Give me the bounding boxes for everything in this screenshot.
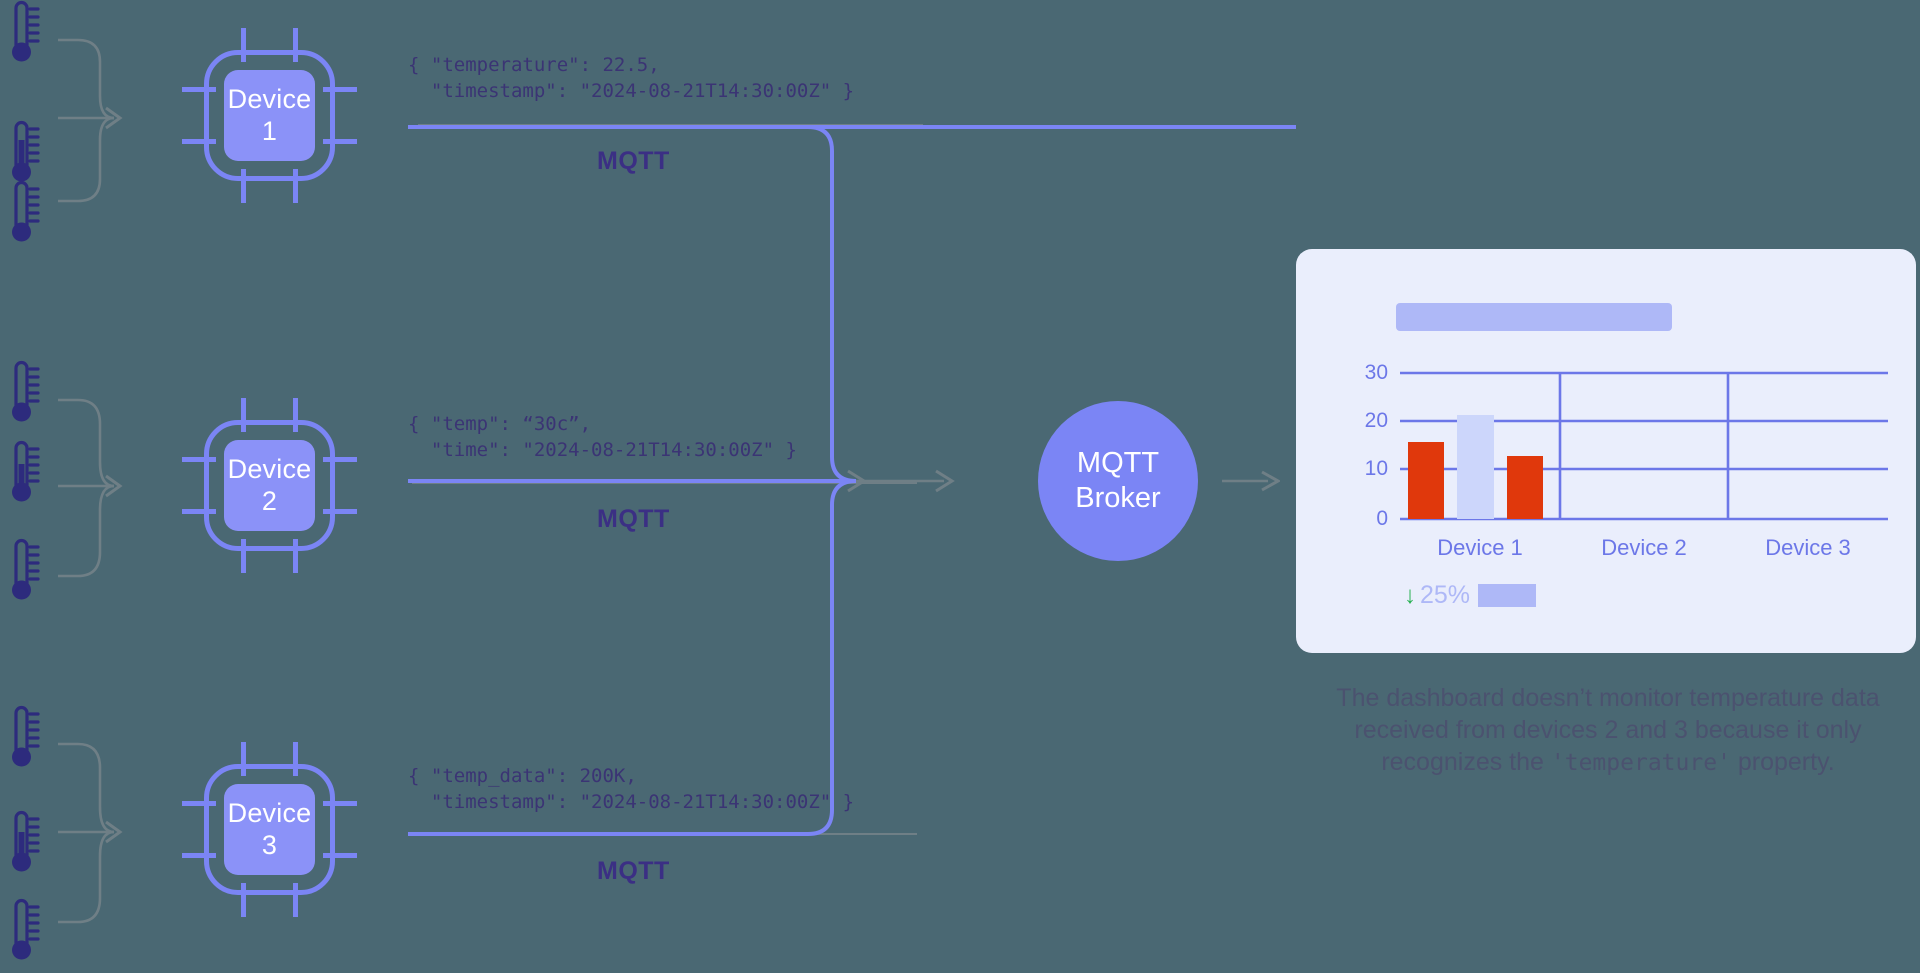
device-1-payload-line-2: "timestamp": "2024-08-21T14:30:00Z" } <box>408 80 855 102</box>
y-tick-10: 10 <box>1364 457 1388 480</box>
mqtt-broker-node[interactable]: MQTT Broker <box>1038 401 1198 561</box>
device-3-name: Device <box>227 798 312 829</box>
chip-pin <box>323 457 357 462</box>
dashboard-caption: The dashboard doesn’t monitor temperatur… <box>1296 682 1920 779</box>
chip-pin <box>293 28 298 62</box>
chip-outline <box>204 50 335 181</box>
arrow-down-icon: ↓ <box>1404 581 1416 609</box>
x-tick-device-1: Device 1 <box>1437 535 1523 560</box>
y-tick-30: 30 <box>1364 361 1388 384</box>
chip-outline <box>204 420 335 551</box>
device-1-payload: { "temperature": 22.5, "timestamp": "202… <box>408 52 854 104</box>
device-3-protocol-label: MQTT <box>597 857 670 885</box>
device-3-payload-line-2: "timestamp": "2024-08-21T14:30:00Z" } <box>408 791 855 813</box>
trend-percent: 25% <box>1420 581 1471 609</box>
thermometer-icon <box>2 810 42 885</box>
bar-device1-b <box>1457 415 1494 519</box>
chip-pin <box>241 539 246 573</box>
bar-device1-a <box>1408 442 1444 519</box>
device-2-protocol-label: MQTT <box>597 505 670 533</box>
device-2-name: Device <box>227 454 312 485</box>
trend-indicator: ↓ 25% <box>1404 581 1537 610</box>
chip-pin <box>293 742 298 776</box>
chip-pin <box>241 742 246 776</box>
thermometer-icon <box>2 180 42 255</box>
sensor-bundle-connector <box>56 38 136 203</box>
chip-pin <box>182 509 216 514</box>
chip-pin <box>182 457 216 462</box>
y-tick-20: 20 <box>1364 409 1388 432</box>
x-tick-device-2: Device 2 <box>1601 535 1687 560</box>
device-2-chip[interactable]: Device 2 <box>182 398 357 573</box>
chip-pin <box>182 853 216 858</box>
device-1-payload-line-1: { "temperature": 22.5, <box>408 54 660 76</box>
caption-text-after: property. <box>1730 748 1835 776</box>
device-1-number: 1 <box>261 115 278 146</box>
thermometer-icon <box>2 705 42 780</box>
device-2-payload-line-1: { "temp": “30c”, <box>408 413 592 435</box>
y-tick-0: 0 <box>1376 507 1388 530</box>
chip-pin <box>241 398 246 432</box>
device-2-payload: { "temp": “30c”, "time": "2024-08-21T14:… <box>408 411 797 463</box>
device-2-number: 2 <box>261 485 278 516</box>
device-1-protocol-label: MQTT <box>597 147 670 175</box>
device-2-payload-line-2: "time": "2024-08-21T14:30:00Z" } <box>408 439 797 461</box>
caption-code-token: 'temperature' <box>1550 750 1731 776</box>
device-2-label: Device 2 <box>224 440 315 531</box>
thermometer-icon <box>2 538 42 613</box>
sensor-bundle-connector <box>56 742 136 924</box>
chip-pin <box>182 87 216 92</box>
trend-placeholder-bar <box>1478 584 1537 607</box>
broker-line-1: MQTT <box>1076 447 1160 480</box>
thermometer-icon <box>2 360 42 435</box>
chip-pin <box>182 801 216 806</box>
device-1-chip[interactable]: Device 1 <box>182 28 357 203</box>
sensor-bundle-connector <box>56 398 136 578</box>
chip-pin <box>241 28 246 62</box>
x-tick-device-3: Device 3 <box>1765 535 1851 560</box>
temperature-bar-chart <box>1400 367 1890 532</box>
thermometer-icon <box>2 0 42 75</box>
chip-pin <box>182 139 216 144</box>
chip-pin <box>323 139 357 144</box>
chip-pin <box>241 169 246 203</box>
chip-pin <box>293 398 298 432</box>
chip-pin <box>323 509 357 514</box>
device-3-payload-line-1: { "temp_data": 200K, <box>408 765 637 787</box>
thermometer-icon <box>2 120 42 195</box>
dashboard-card[interactable]: 30 20 10 0 Device 1 Device 2 Device 3 ↓ … <box>1296 249 1916 653</box>
device-3-payload: { "temp_data": 200K, "timestamp": "2024-… <box>408 763 854 815</box>
chip-pin <box>293 883 298 917</box>
device-1-name: Device <box>227 84 312 115</box>
caption-text-before: The dashboard doesn’t monitor temperatur… <box>1336 684 1880 776</box>
chip-pin <box>293 539 298 573</box>
chip-pin <box>323 87 357 92</box>
device-1-label: Device 1 <box>224 70 315 161</box>
device-3-label: Device 3 <box>224 784 315 875</box>
chip-pin <box>323 801 357 806</box>
bar-device1-c <box>1507 456 1543 519</box>
chip-pin <box>323 853 357 858</box>
broker-to-dashboard-arrow-icon <box>1222 470 1280 492</box>
broker-feed-pipe <box>408 125 1296 845</box>
chip-outline <box>204 764 335 895</box>
device-3-chip[interactable]: Device 3 <box>182 742 357 917</box>
dashboard-title-placeholder <box>1396 303 1672 331</box>
broker-line-2: Broker <box>1075 482 1161 514</box>
device-3-number: 3 <box>261 829 278 860</box>
thermometer-icon <box>2 440 42 515</box>
thermometer-icon <box>2 898 42 973</box>
chip-pin <box>293 169 298 203</box>
chip-pin <box>241 883 246 917</box>
